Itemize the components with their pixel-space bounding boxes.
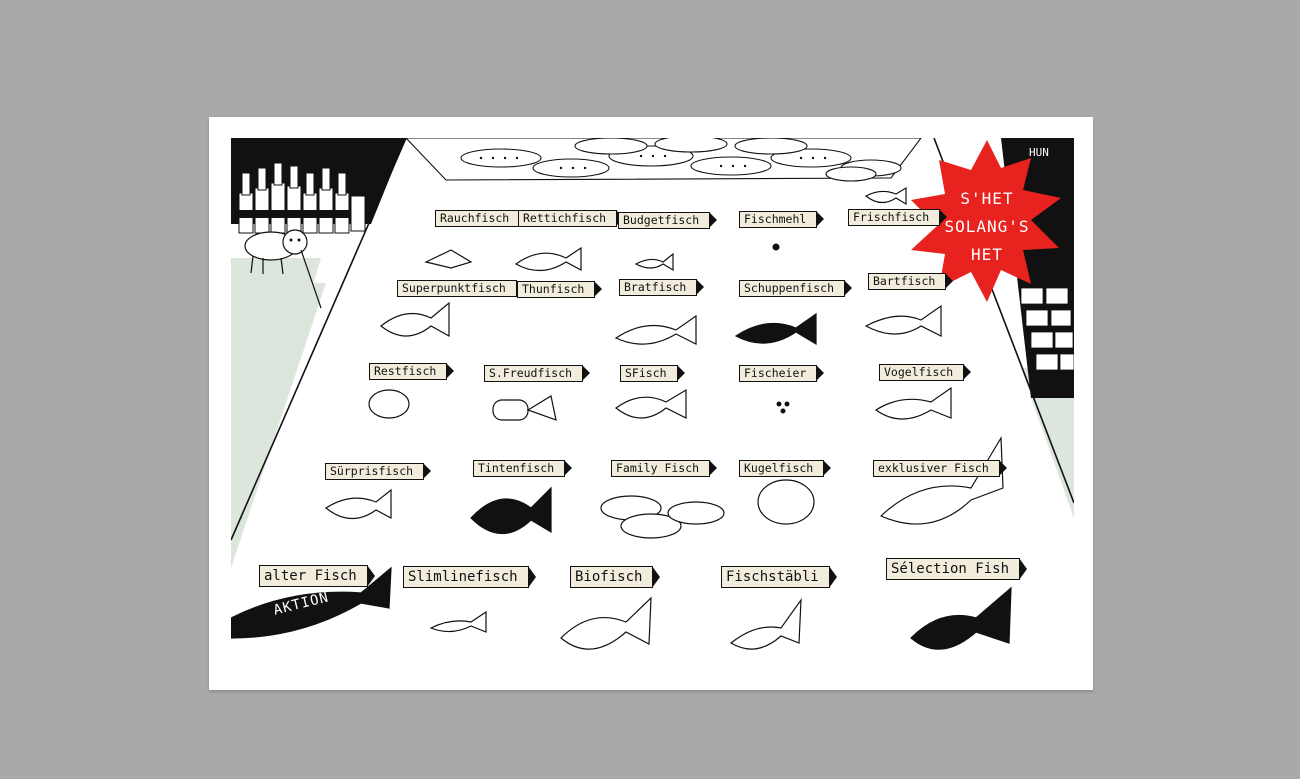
- sign-surprisfisch: Sürprisfisch: [325, 462, 432, 480]
- sign-restfisch: Restfisch: [369, 362, 455, 380]
- sign-fischmehl: Fischmehl: [739, 210, 825, 228]
- sign-fischeier: Fischeier: [739, 364, 825, 382]
- postcard: AKTION S'HET SOLANG'S HET HUN Rauchfisch…: [209, 117, 1093, 690]
- scene-drawing: [231, 138, 1074, 650]
- sign-exklusiverfisch: exklusiver Fisch: [873, 459, 1007, 477]
- sign-biofisch: Biofisch: [570, 565, 661, 588]
- sign-budgetfisch: Budgetfisch: [618, 211, 718, 229]
- sign-sfisch: SFisch: [620, 364, 685, 382]
- illustration: AKTION S'HET SOLANG'S HET HUN Rauchfisch…: [231, 138, 1074, 668]
- sign-vogelfisch: Vogelfisch: [879, 363, 972, 381]
- starburst-line2: SOLANG'S: [944, 217, 1030, 236]
- sign-thunfisch: Thunfisch: [517, 280, 603, 298]
- starburst-line1: S'HET: [960, 189, 1014, 208]
- sign-kugelfisch: Kugelfisch: [739, 459, 832, 477]
- sign-sfreudfisch: S.Freudfisch: [484, 364, 591, 382]
- sign-frischfisch: Frischfisch: [848, 208, 948, 226]
- sign-slimlinefisch: Slimlinefisch: [403, 565, 536, 588]
- shelf-tin-label: HUN: [1029, 146, 1049, 159]
- sign-bartfisch: Bartfisch: [868, 272, 954, 290]
- sign-selectionfish: Sélection Fish: [886, 557, 1028, 580]
- sign-rettichfisch: Rettichfisch: [518, 209, 625, 227]
- sign-familyfisch: Family Fisch: [611, 459, 718, 477]
- sign-rauchfisch: Rauchfisch: [435, 209, 528, 227]
- sign-alterfisch: alter Fisch: [259, 564, 375, 587]
- sign-tintenfisch: Tintenfisch: [473, 459, 573, 477]
- starburst-line3: HET: [971, 245, 1003, 264]
- sign-bratfisch: Bratfisch: [619, 278, 705, 296]
- sign-fischstabli: Fischstäbli: [721, 565, 837, 588]
- sign-superpunktfisch: Superpunktfisch: [397, 279, 524, 297]
- sign-schuppenfisch: Schuppenfisch: [739, 279, 853, 297]
